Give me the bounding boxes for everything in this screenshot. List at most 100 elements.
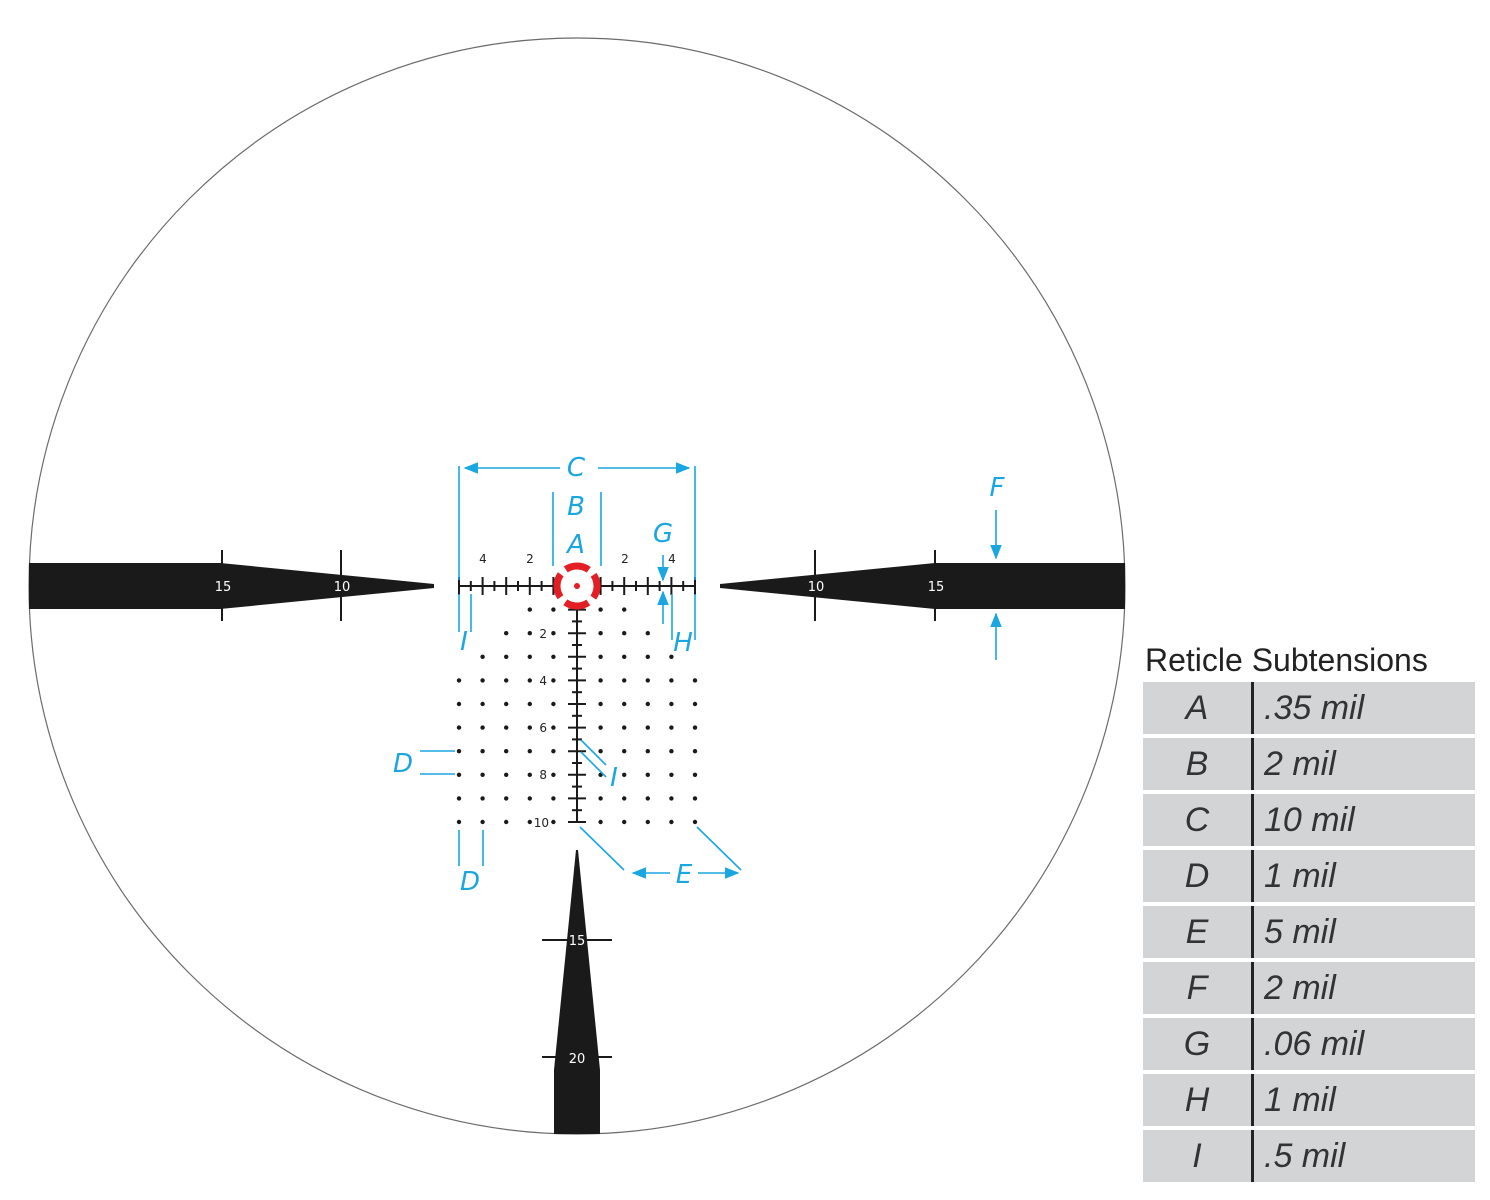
holdover-dot bbox=[669, 701, 674, 707]
holdover-dot bbox=[551, 701, 556, 707]
holdover-dot bbox=[645, 678, 650, 683]
holdover-dot bbox=[622, 819, 627, 825]
holdover-dot bbox=[527, 772, 532, 777]
holdover-dot bbox=[527, 678, 532, 683]
holdover-dot bbox=[645, 772, 650, 777]
holdover-dot bbox=[527, 654, 532, 659]
table-cell-key: F bbox=[1143, 962, 1254, 1014]
holdover-dot bbox=[598, 819, 603, 825]
left-post bbox=[29, 563, 434, 609]
holdover-dot bbox=[480, 725, 485, 730]
holdover-dot bbox=[692, 796, 698, 801]
posts: 15 10 10 15 15 20 bbox=[29, 550, 1125, 1134]
holdover-dot bbox=[456, 772, 462, 777]
vertical-labels: 2 4 6 8 10 bbox=[534, 627, 549, 830]
holdover-dot bbox=[480, 701, 485, 707]
post-label-left-outer: 15 bbox=[215, 580, 232, 595]
holdover-dot bbox=[480, 749, 485, 754]
holdover-dot bbox=[504, 749, 509, 754]
holdover-dot bbox=[551, 819, 556, 825]
holdover-dot bbox=[456, 749, 462, 754]
post-label-right-outer: 15 bbox=[928, 580, 945, 595]
holdover-dot bbox=[598, 678, 603, 683]
h-label-right-4: 4 bbox=[668, 552, 676, 566]
center-dot bbox=[574, 583, 580, 589]
table-cell-value: .35 mil bbox=[1264, 689, 1365, 727]
holdover-dot bbox=[622, 725, 627, 730]
holdover-dot bbox=[669, 796, 674, 801]
table-cell-key: A bbox=[1143, 682, 1254, 734]
holdover-dot bbox=[504, 631, 509, 636]
callout-D-side: D bbox=[393, 749, 413, 779]
holdover-dot bbox=[504, 654, 509, 659]
holdover-dot bbox=[645, 749, 650, 754]
table-cell-value: 5 mil bbox=[1264, 913, 1336, 951]
callout-E: E bbox=[676, 860, 693, 890]
holdover-dot bbox=[622, 654, 627, 659]
callout-C: C bbox=[567, 453, 586, 483]
table-row: G.06 mil bbox=[1143, 1018, 1475, 1070]
h-label-left-2: 2 bbox=[526, 552, 534, 566]
right-post bbox=[720, 563, 1125, 609]
holdover-dot bbox=[669, 654, 674, 659]
holdover-dot bbox=[551, 749, 556, 754]
holdover-dot bbox=[669, 678, 674, 683]
holdover-dot bbox=[480, 678, 485, 683]
holdover-dot bbox=[504, 772, 509, 777]
holdover-dot bbox=[622, 678, 627, 683]
holdover-dot bbox=[527, 796, 532, 801]
holdover-dot bbox=[692, 725, 698, 730]
holdover-dot bbox=[622, 796, 627, 801]
holdover-dot bbox=[669, 749, 674, 754]
callout-H: H bbox=[673, 628, 693, 658]
callout-A: A bbox=[565, 530, 585, 560]
v-label-8: 8 bbox=[539, 768, 547, 782]
post-label-left-inner: 10 bbox=[334, 580, 351, 595]
holdover-dot bbox=[480, 654, 485, 659]
table-cell-value: 2 mil bbox=[1264, 969, 1336, 1007]
holdover-dot bbox=[622, 607, 627, 612]
holdover-dot bbox=[551, 725, 556, 730]
holdover-dot bbox=[669, 819, 674, 825]
table-cell-value: 10 mil bbox=[1264, 801, 1355, 839]
holdover-dot bbox=[645, 701, 650, 707]
callout-I-left: I bbox=[460, 627, 468, 657]
holdover-dot bbox=[645, 654, 650, 659]
holdover-dot bbox=[692, 678, 698, 683]
holdover-dot bbox=[598, 749, 603, 754]
holdover-dot bbox=[527, 749, 532, 754]
holdover-dot bbox=[692, 749, 698, 754]
callout-I-center: I bbox=[610, 763, 618, 793]
post-label-right-inner: 10 bbox=[808, 580, 825, 595]
table-cell-key: B bbox=[1143, 738, 1254, 790]
holdover-dot bbox=[645, 796, 650, 801]
holdover-dot bbox=[598, 701, 603, 707]
holdover-dot bbox=[669, 725, 674, 730]
table-cell-key: G bbox=[1143, 1018, 1254, 1070]
holdover-dot bbox=[527, 631, 532, 636]
holdover-dot bbox=[598, 725, 603, 730]
holdover-dot bbox=[598, 607, 603, 612]
holdover-dot bbox=[456, 796, 462, 801]
holdover-dot bbox=[622, 749, 627, 754]
holdover-dot bbox=[598, 631, 603, 636]
holdover-dot bbox=[598, 796, 603, 801]
v-label-10: 10 bbox=[534, 816, 549, 830]
holdover-dot bbox=[622, 701, 627, 707]
holdover-dot bbox=[692, 772, 698, 777]
v-label-4: 4 bbox=[539, 674, 547, 688]
holdover-dot-grid bbox=[456, 607, 698, 825]
holdover-dot bbox=[551, 796, 556, 801]
holdover-dot bbox=[551, 772, 556, 777]
callouts: C B A G H I I D D E bbox=[393, 453, 1006, 897]
table-cell-value: .5 mil bbox=[1264, 1137, 1346, 1175]
holdover-dot bbox=[504, 701, 509, 707]
holdover-dot bbox=[456, 725, 462, 730]
table-cell-value: 1 mil bbox=[1264, 857, 1336, 895]
callout-B: B bbox=[567, 492, 585, 522]
